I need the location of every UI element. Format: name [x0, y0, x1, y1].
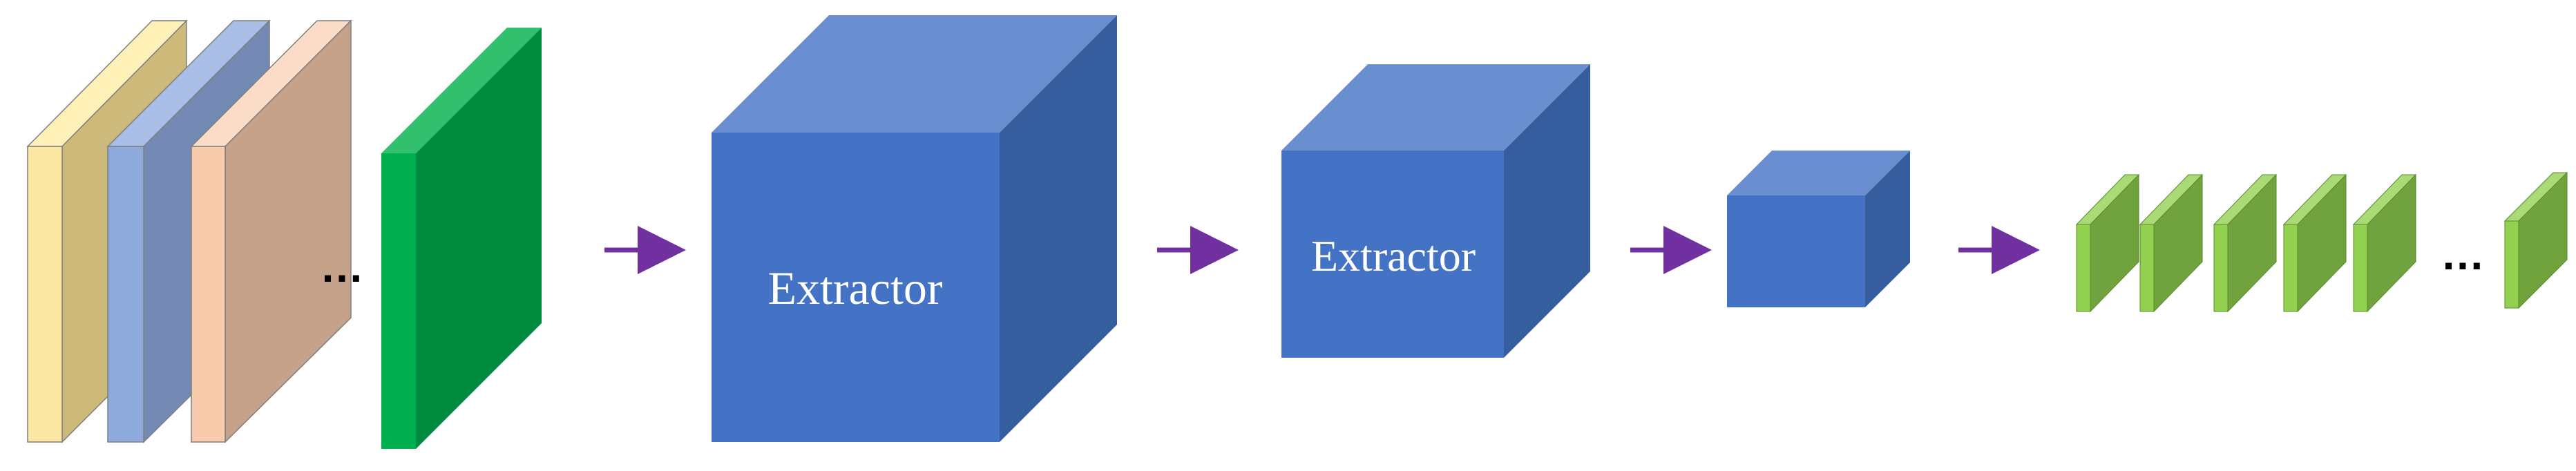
- input-layer-green: [381, 28, 542, 449]
- extractor-cube-2: Extractor: [1281, 64, 1590, 358]
- input-layer-peach: [190, 19, 352, 443]
- extractor-1-label: Extractor: [768, 262, 943, 314]
- output-slice-5: [2352, 173, 2417, 313]
- output-slice-1: [2075, 173, 2140, 313]
- feature-cube-3: [1727, 151, 1910, 307]
- extractor-cube-1: Extractor: [712, 15, 1117, 442]
- input-ellipsis: …: [320, 242, 364, 291]
- output-slice-last: [2503, 171, 2568, 309]
- output-ellipsis: …: [2441, 229, 2485, 279]
- extractor-2-label: Extractor: [1311, 231, 1476, 280]
- output-slice-3: [2213, 173, 2278, 313]
- output-slice-4: [2282, 173, 2347, 313]
- input-layer-stack: …: [26, 19, 542, 449]
- output-slices: …: [2075, 171, 2568, 313]
- output-slice-2: [2139, 173, 2204, 313]
